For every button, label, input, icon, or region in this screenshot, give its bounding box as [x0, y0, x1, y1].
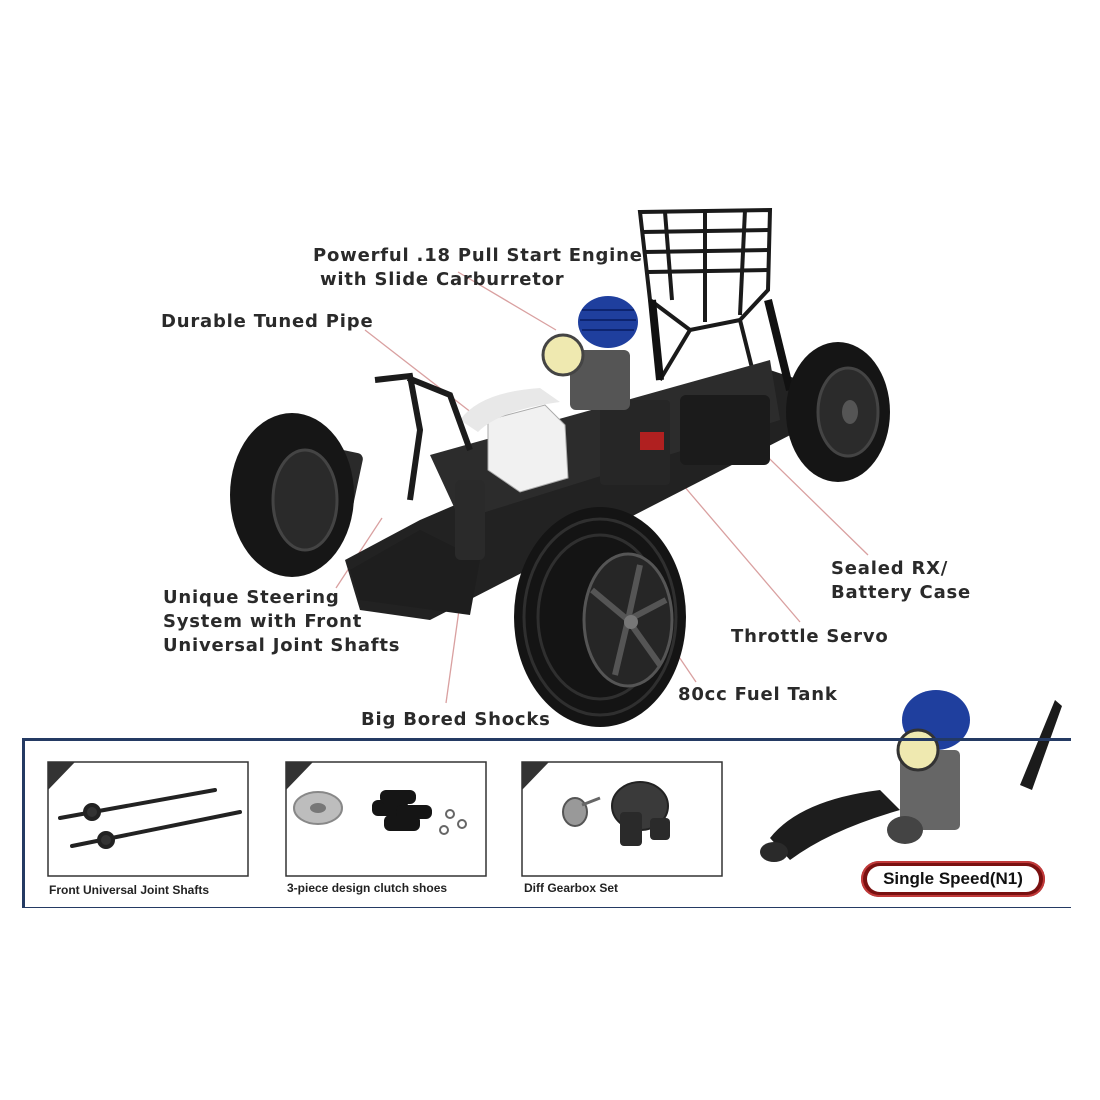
clutch-bell-icon	[293, 791, 343, 825]
leader-throttle	[671, 471, 801, 623]
caption-shafts: Front Universal Joint Shafts	[49, 883, 210, 897]
pinion-gear-icon	[562, 796, 601, 827]
callout-steering-line1: Unique Steering	[163, 587, 340, 608]
callout-battery-line1: Sealed RX/	[831, 558, 949, 579]
battery-case	[680, 395, 770, 465]
front-left-wheel	[230, 413, 354, 577]
callout-engine-line1: Powerful .18 Pull Start Engine	[313, 245, 643, 266]
tuned-pipe	[460, 388, 560, 432]
callout-battery-line2: Battery Case	[831, 582, 972, 603]
engine-pipe-illustration	[760, 690, 1062, 862]
callout-fuel-tank: 80cc Fuel Tank	[678, 684, 838, 705]
shafts-box	[47, 761, 249, 877]
universal-shaft-icon	[58, 788, 242, 849]
caption-diff: Diff Gearbox Set	[524, 881, 619, 895]
callout-steering-line2: System with Front	[163, 611, 363, 632]
callout-steering-line3: Universal Joint Shafts	[163, 635, 401, 656]
callout-throttle: Throttle Servo	[731, 626, 889, 647]
diff-box	[521, 761, 723, 877]
clutch-spring-icon	[439, 809, 467, 835]
engine	[541, 296, 638, 410]
rear-right-wheel	[786, 342, 890, 482]
caption-clutch: 3-piece design clutch shoes	[287, 881, 448, 895]
callout-engine-line2: with Slide Carburretor	[320, 269, 565, 290]
rear-cage	[637, 207, 773, 401]
clutch-shoe-icon	[372, 790, 432, 831]
fuel-tank	[487, 404, 569, 493]
callout-shocks: Big Bored Shocks	[361, 709, 551, 730]
diff-gear-icon	[611, 781, 670, 846]
rx-box	[600, 400, 670, 485]
front-bumper	[350, 530, 480, 615]
front-right-wheel	[514, 507, 686, 727]
badge-label: Single Speed(N1)	[867, 866, 1039, 892]
single-speed-badge: Single Speed(N1)	[861, 861, 1045, 897]
rear-shocks	[648, 299, 794, 391]
leader-engine	[457, 271, 557, 331]
leader-tuned-pipe	[364, 329, 473, 414]
throttle-servo	[640, 432, 664, 450]
clutch-box	[285, 761, 487, 877]
parts-panel-frame	[22, 738, 1071, 908]
front-shock-right	[455, 480, 485, 560]
callout-tuned-pipe: Durable Tuned Pipe	[161, 311, 374, 332]
front-mount	[374, 372, 473, 501]
